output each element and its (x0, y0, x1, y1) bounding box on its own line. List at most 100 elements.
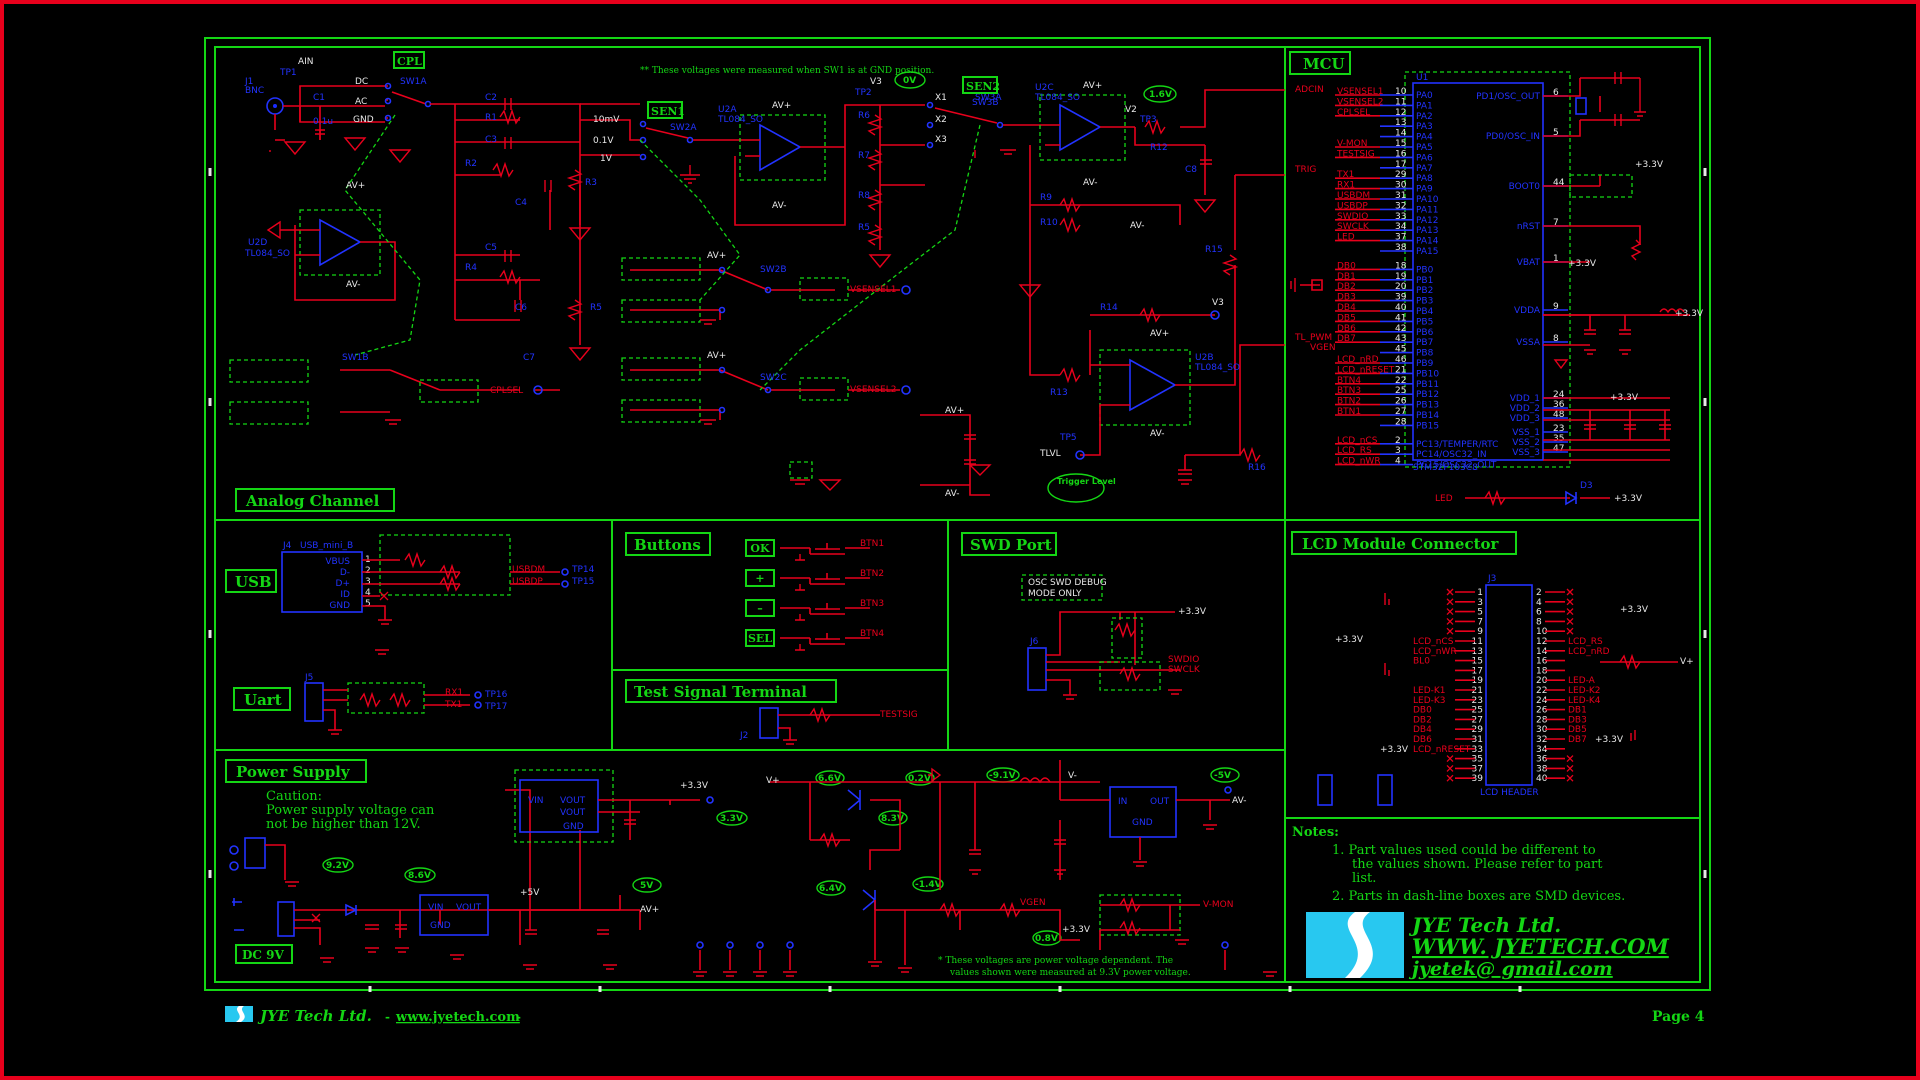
usb-pin-name: VBUS (325, 557, 350, 567)
mcu-pin-number: 20 (1395, 282, 1407, 292)
tp2-label: TP2 (854, 88, 872, 98)
svg-text:Test Signal Terminal: Test Signal Terminal (634, 683, 807, 701)
u2a-avplus: AV+ (772, 101, 791, 111)
svg-text:J2: J2 (739, 731, 748, 741)
lcd-pin-right-number: 28 (1536, 715, 1548, 725)
tp5-label: TP5 (1059, 433, 1077, 443)
mcu-pin-number: 13 (1395, 118, 1406, 128)
trig-net: TRIG (1294, 165, 1316, 175)
svg-text:SWDIO: SWDIO (1168, 655, 1199, 665)
gnd-label: GND (353, 115, 374, 125)
v-10mv: 10mV (593, 115, 620, 125)
sw2b-avplus: AV+ (707, 251, 726, 261)
svg-text:+3.3V: +3.3V (1335, 635, 1364, 645)
mcu-right-pin-name: VDD_2 (1510, 404, 1540, 414)
mcu-right-pin-name: VDD_3 (1510, 414, 1540, 424)
sw2b-label: SW2B (760, 265, 787, 275)
usb-pin-number: 5 (365, 599, 371, 609)
no-connect-mark (1446, 617, 1574, 625)
mcu-right-pin-number: 44 (1553, 178, 1565, 188)
mcu-pin-number: 14 (1395, 129, 1407, 139)
svg-text:8.3V: 8.3V (881, 814, 904, 824)
mcu-title: MCU (1303, 55, 1345, 73)
power-section: Power Supply Caution: Power supply volta… (225, 759, 1277, 978)
usb-connector (281, 551, 363, 613)
lcd-right-net: LED-A (1568, 676, 1596, 686)
mcu-pin-name: PB11 (1416, 380, 1439, 390)
usb-pin-name: ID (340, 590, 350, 600)
lcd-pin-left-number: 17 (1472, 666, 1483, 676)
uart-section: Uart J5 RX1 TX1 TP16 TP17 (233, 673, 508, 735)
lcd-pin-left-number: 39 (1472, 774, 1484, 784)
u2b-label: U2B (1195, 353, 1214, 363)
u4-regulator (519, 779, 599, 833)
sw2a-label: SW2A (670, 123, 697, 133)
usb-pin-name: D- (340, 568, 350, 578)
svg-text:+3.3V: +3.3V (1062, 925, 1091, 935)
svg-text:VOUT: VOUT (560, 808, 586, 818)
no-connect-mark (1446, 588, 1574, 596)
mcu-left-pins: PA010VSENSEL1PA111VSENSEL2PA212CPLSELPA3… (1335, 87, 1498, 471)
mcu-pin-number: 2 (1395, 436, 1401, 446)
vsensel2-net: VSENSEL2 (850, 385, 896, 395)
svg-text:-9.1V: -9.1V (989, 771, 1016, 781)
button-label-box (745, 569, 775, 587)
mcu-pin-number: 17 (1395, 160, 1406, 170)
lcd-left-net: LCD_nRESET (1413, 745, 1471, 755)
svg-text:R9: R9 (1040, 193, 1052, 203)
measure-note: ** These voltages were measured when SW1… (640, 66, 934, 76)
cpl-title: CPL (393, 51, 425, 69)
svg-text:R10: R10 (1040, 218, 1058, 228)
mcu-right-pin-number: 1 (1553, 254, 1559, 264)
lcd-pin-left-number: 11 (1472, 637, 1483, 647)
u3a-label: U2D (248, 238, 267, 248)
u7-regulator (1109, 786, 1177, 838)
mcu-pin-number: 30 (1395, 181, 1407, 191)
mcu-pin-number: 26 (1395, 397, 1407, 407)
sw3b-label: SW3B (972, 98, 999, 108)
avplus-bottom: AV+ (945, 406, 964, 416)
mcu-net-label: DB5 (1337, 313, 1356, 323)
vsensel1-net: VSENSEL1 (850, 285, 896, 295)
bnc-label: BNC (245, 86, 264, 96)
u2b-avminus: AV- (1150, 429, 1164, 439)
lcd-pin-left-number: 3 (1477, 598, 1483, 608)
button-ground (795, 644, 805, 651)
svg-text:SEN2: SEN2 (966, 80, 1000, 93)
lcd-pin-left-number: 1 (1477, 588, 1483, 598)
mcu-pin-number: 29 (1395, 170, 1407, 180)
mcu-net-label: DB1 (1337, 272, 1356, 282)
border-ticks (208, 168, 1707, 992)
lcd-right-net: DB5 (1568, 725, 1587, 735)
mcu-pin-name: PB9 (1416, 359, 1434, 369)
mcu-pin-name: PB15 (1416, 421, 1439, 431)
u2c-label: U2C (1035, 83, 1054, 93)
c1-value: 0.1u (313, 117, 333, 127)
button-label-box (745, 599, 775, 617)
lcd-left-net: DB2 (1413, 715, 1432, 725)
svg-text:R3: R3 (585, 178, 597, 188)
button-net: BTN4 (860, 629, 884, 639)
u3a-avplus: AV+ (346, 181, 365, 191)
button-switch-symbol (780, 573, 870, 585)
mcu-right-pin-name: VSS_2 (1512, 438, 1540, 448)
no-connect-mark (1446, 774, 1574, 782)
svg-text:+3.3V: +3.3V (1614, 494, 1643, 504)
svg-text:R4: R4 (465, 263, 477, 273)
svg-text:+3.3V: +3.3V (1568, 259, 1597, 269)
svg-text:0.8V: 0.8V (1035, 934, 1058, 944)
tp1-label: TP1 (279, 68, 297, 78)
mcu-net-label: DB0 (1337, 261, 1356, 271)
u2c-avminus: AV- (1083, 178, 1097, 188)
mcu-net-label: USBDM (1337, 191, 1370, 201)
svg-text:R5: R5 (858, 223, 870, 233)
sw3a-label: SW3A (975, 93, 1002, 103)
svg-text:AV+: AV+ (640, 905, 659, 915)
mcu-pin-number: 41 (1395, 313, 1406, 323)
mcu-net-label: SWCLK (1337, 222, 1370, 232)
svg-text:AV-: AV- (1232, 796, 1246, 806)
svg-text:WWW. JYETECH.COM: WWW. JYETECH.COM (1412, 934, 1670, 959)
v2-label: V2 (1125, 105, 1137, 115)
vgen-net: VGEN (1310, 343, 1336, 353)
